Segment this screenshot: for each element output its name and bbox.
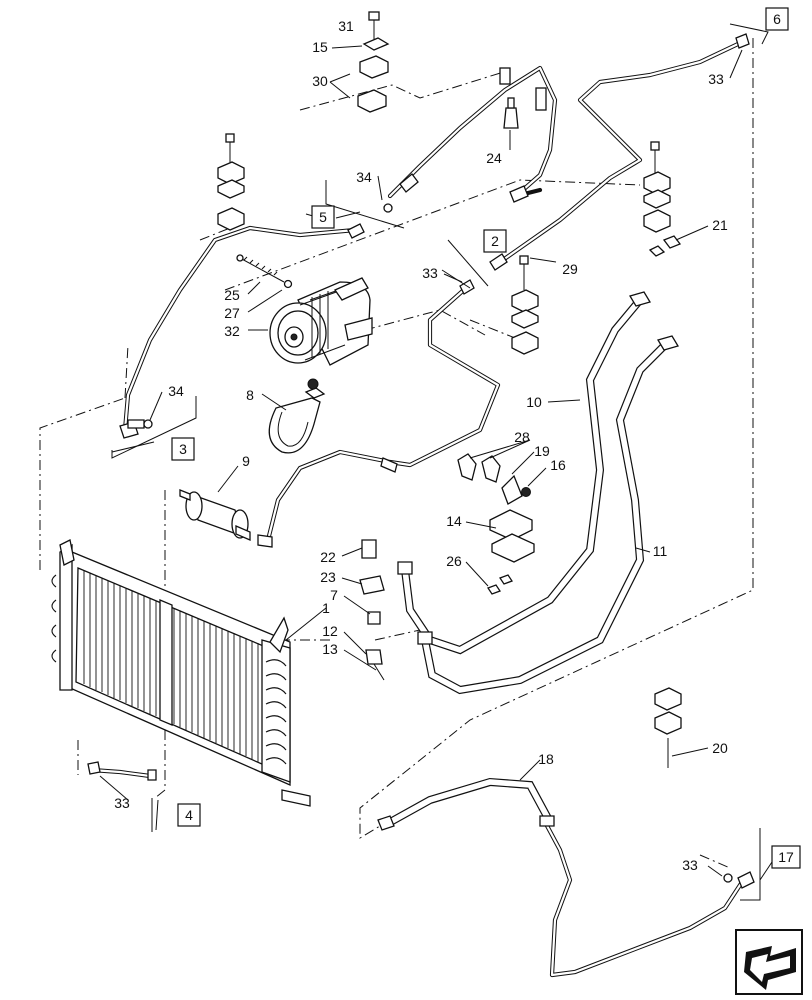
- callout-16: 16: [550, 457, 566, 473]
- callout-14: 14: [446, 513, 462, 529]
- callout-12: 12: [322, 623, 338, 639]
- assembly-boundary-lines: [39, 38, 754, 869]
- callout-15: 15: [312, 39, 328, 55]
- callout-7: 7: [330, 587, 338, 603]
- callout-21: 21: [712, 217, 728, 233]
- reference-box-6: 6: [765, 7, 789, 31]
- receiver-drier: [179, 489, 251, 541]
- pressure-switch: [503, 97, 519, 129]
- callout-18: 18: [538, 751, 554, 767]
- callout-10: 10: [526, 394, 542, 410]
- callout-31: 31: [338, 18, 354, 34]
- callout-8: 8: [246, 387, 254, 403]
- callout-1: 1: [322, 600, 330, 616]
- callout-19: 19: [534, 443, 550, 459]
- reference-box-17-label: 17: [778, 849, 794, 865]
- callout-29: 29: [562, 261, 578, 277]
- refrigerant-lines: [89, 41, 745, 978]
- leader-lines: [99, 24, 773, 881]
- callout-24: 24: [486, 150, 502, 166]
- reference-box-2: 2: [483, 229, 507, 253]
- condenser-left-tube-bends: [51, 574, 57, 663]
- callout-33-top: 33: [708, 71, 724, 87]
- callout-25: 25: [224, 287, 240, 303]
- drive-belt: [268, 378, 326, 454]
- condenser-tube-bends: [265, 659, 287, 765]
- reference-box-3-label: 3: [179, 441, 187, 457]
- callout-33-bottom: 33: [682, 857, 698, 873]
- reference-box-3: 3: [171, 437, 195, 461]
- callout-11: 11: [653, 543, 668, 559]
- compressor: [269, 277, 373, 366]
- callout-27: 27: [224, 305, 240, 321]
- compressor-mounting-bolt: [236, 254, 293, 289]
- callout-26: 26: [446, 553, 462, 569]
- condenser: [51, 539, 311, 807]
- callout-30: 30: [312, 73, 328, 89]
- callout-34-top: 34: [356, 169, 372, 185]
- callout-23: 23: [320, 569, 336, 585]
- reference-box-2-label: 2: [491, 233, 499, 249]
- line-fittings: [87, 33, 755, 889]
- callout-9: 9: [242, 453, 250, 469]
- callout-33-mid: 33: [422, 265, 438, 281]
- reference-box-5-label: 5: [319, 209, 327, 225]
- flexible-hoses: [381, 296, 669, 829]
- reference-brackets: [111, 23, 769, 901]
- reference-box-17: 17: [771, 845, 801, 869]
- callout-20: 20: [712, 740, 728, 756]
- callout-13: 13: [322, 641, 338, 657]
- callout-34-left: 34: [168, 383, 184, 399]
- callout-22: 22: [320, 549, 336, 565]
- reference-box-5: 5: [311, 205, 335, 229]
- callout-labels: 31 15 30 24 34 33 21 33 29 25 27 32 34 8…: [114, 18, 728, 873]
- callout-33-left: 33: [114, 795, 130, 811]
- reference-box-4-label: 4: [185, 807, 193, 823]
- callout-28: 28: [514, 429, 530, 445]
- reference-box-6-label: 6: [773, 11, 781, 27]
- view-direction-arrow-icon: [735, 929, 803, 995]
- reference-box-4: 4: [177, 803, 201, 827]
- mounting-brackets: [143, 11, 733, 883]
- callout-32: 32: [224, 323, 240, 339]
